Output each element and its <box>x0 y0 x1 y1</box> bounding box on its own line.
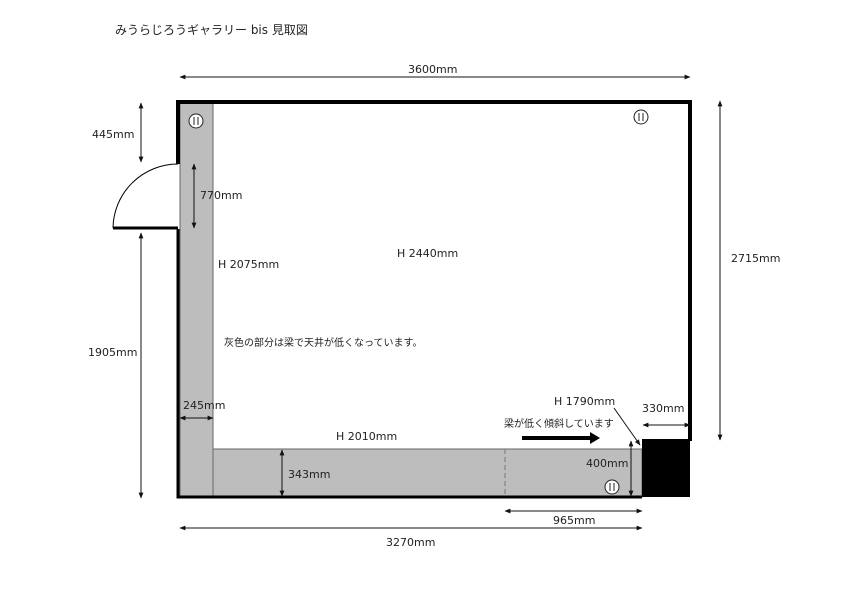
height-main: H 2440mm <box>397 247 459 260</box>
dim-corner-width: 330mm <box>642 402 685 415</box>
outer-wall-main <box>176 100 692 441</box>
dim-bottom-width: 3270mm <box>386 536 436 549</box>
outlet-icon <box>633 109 649 125</box>
page-title: みうらじろうギャラリー bis 見取図 <box>115 23 308 37</box>
dim-left-bottom: 1905mm <box>88 346 138 359</box>
door-swing-arc <box>112 163 179 229</box>
dim-right-height: 2715mm <box>731 252 781 265</box>
note-sloped-beam: 梁が低く傾斜しています <box>504 419 614 430</box>
dim-left-top: 445mm <box>92 128 135 141</box>
outer-wall-lower <box>176 229 642 499</box>
corner-pillar <box>642 439 690 497</box>
dim-beam-bottom-depth: 343mm <box>288 468 331 481</box>
left-beam-area <box>179 101 214 498</box>
note-gray-area: 灰色の部分は梁で天井が低くなっています。 <box>224 338 423 349</box>
slope-arrow-head <box>590 432 600 444</box>
height-left-beam: H 2075mm <box>218 258 280 271</box>
dim-door: 770mm <box>200 189 243 202</box>
outlet-icon <box>188 113 204 129</box>
outlet-icon <box>604 479 620 495</box>
dim-corner-height: 400mm <box>586 457 629 470</box>
dim-beam-left-width: 245mm <box>183 399 226 412</box>
bottom-beam-area <box>212 448 643 498</box>
height-corner: H 1790mm <box>554 395 616 408</box>
leader-line-corner <box>613 407 641 446</box>
dim-top-width: 3600mm <box>408 63 458 76</box>
height-bottom-beam: H 2010mm <box>336 430 398 443</box>
dim-bottom-sub: 965mm <box>553 514 596 527</box>
